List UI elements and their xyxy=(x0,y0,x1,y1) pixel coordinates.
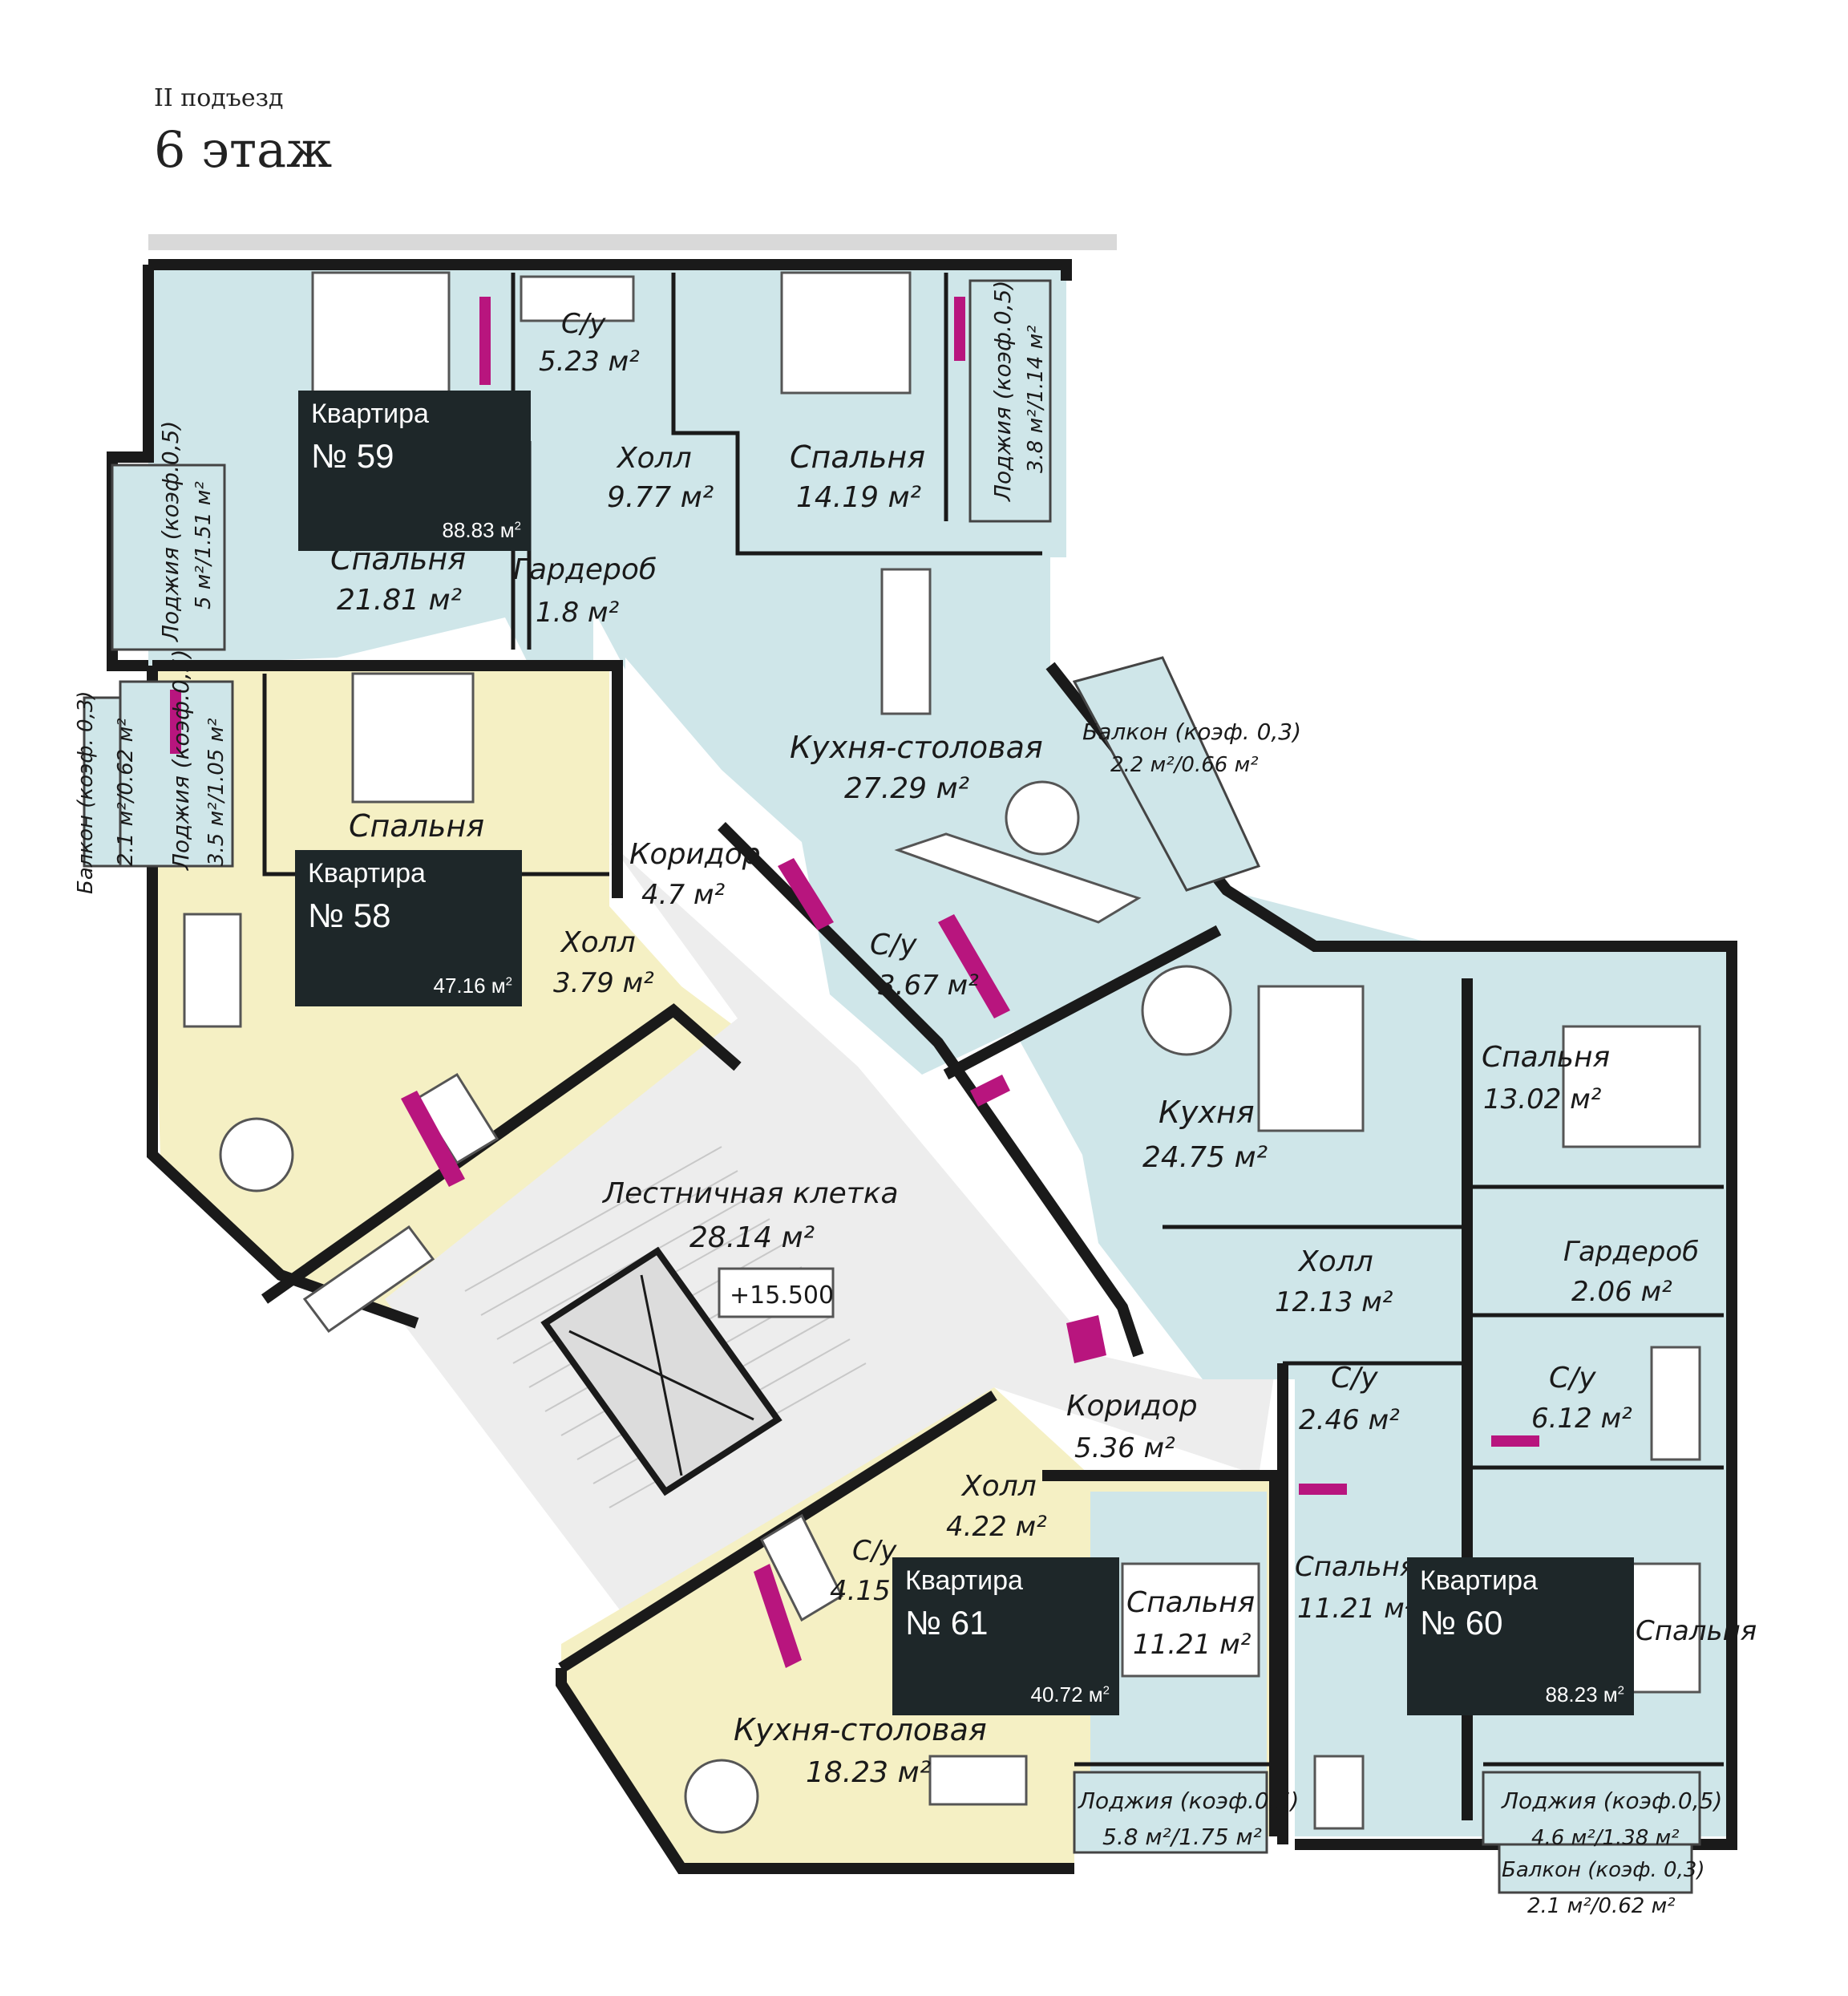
room-label: Кухня-столовая xyxy=(734,1712,987,1747)
apartment-card-60[interactable]: Квартира № 60 88.23 м2 xyxy=(1407,1557,1634,1715)
room-area: 24.75 м² xyxy=(1142,1141,1268,1174)
room-label: Лоджия (коэф.0,5) xyxy=(157,421,184,642)
room-label: Спальня xyxy=(1636,1615,1757,1647)
apartment-card-58[interactable]: Квартира № 58 47.16 м2 xyxy=(295,850,522,1006)
balconies xyxy=(83,279,1701,1894)
floor-title: 6 этаж xyxy=(154,120,333,179)
room-area: 21.81 м² xyxy=(337,584,462,617)
apartment-title: Квартира xyxy=(308,858,426,889)
room-area: 11.21 м² xyxy=(1133,1629,1252,1661)
room-label: Холл xyxy=(1297,1245,1373,1278)
room-area: 28.14 м² xyxy=(689,1221,815,1254)
room-area: 3.67 м² xyxy=(878,970,979,1002)
room-area: 3.5 м²/1.05 м² xyxy=(204,718,228,866)
room-label: Балкон (коэф. 0,3) xyxy=(1082,719,1301,745)
room-label: Балкон (коэф. 0,3) xyxy=(1502,1858,1705,1882)
room-label: Спальня xyxy=(349,808,484,844)
apartment-number: № 60 xyxy=(1420,1604,1503,1642)
room-label: Спальня xyxy=(1126,1586,1255,1619)
room-area: 4.7 м² xyxy=(641,879,726,911)
room-area: 6.12 м² xyxy=(1531,1403,1632,1435)
furniture-tables xyxy=(219,780,1232,1834)
apartment-number: № 58 xyxy=(308,897,391,934)
room-label: Лестничная клетка xyxy=(601,1177,899,1210)
room-area: 2.2 м²/0.66 м² xyxy=(1110,753,1259,777)
room-label: Спальня xyxy=(790,439,925,475)
room-area: 2.46 м² xyxy=(1299,1404,1400,1436)
room-label: Холл xyxy=(960,1470,1037,1503)
apartment-area: 88.83 м2 xyxy=(442,518,521,542)
room-label: Холл xyxy=(616,442,692,475)
room-area: 11.21 м² xyxy=(1297,1593,1416,1625)
entrance-label: II подъезд xyxy=(154,84,284,112)
room-label: Гардероб xyxy=(1563,1236,1699,1268)
room-area: 3.79 м² xyxy=(553,967,654,999)
staircase-area xyxy=(385,842,1275,1628)
room-labels: С/у 5.23 м² Холл 9.77 м² Спальня 14.19 м… xyxy=(74,281,1757,1918)
apartment-number: № 61 xyxy=(905,1604,989,1642)
room-label: Кухня xyxy=(1159,1095,1255,1130)
room-label: Лоджия (коэф.0,5) xyxy=(1078,1787,1299,1814)
room-label: Лоджия (коэф.0,5) xyxy=(989,281,1016,502)
furniture-bathtubs xyxy=(414,275,1701,1622)
room-area: 2.1 м²/0.62 м² xyxy=(114,718,138,866)
room-area: 9.77 м² xyxy=(607,481,714,514)
room-label: С/у xyxy=(561,308,606,340)
room-area: 5.8 м²/1.75 м² xyxy=(1102,1824,1262,1850)
room-label: Коридор xyxy=(629,838,761,871)
room-label: С/у xyxy=(852,1535,897,1567)
room-area: 14.19 м² xyxy=(796,481,921,514)
room-area: 5.23 м² xyxy=(539,346,640,378)
elevation-mark: +15.500 xyxy=(730,1281,834,1310)
room-label: Балкон (коэф. 0,3) xyxy=(74,690,98,894)
room-area: 2.06 м² xyxy=(1571,1276,1672,1308)
apartment-card-61[interactable]: Квартира № 61 40.72 м2 xyxy=(892,1557,1119,1715)
room-label: Кухня-столовая xyxy=(790,730,1043,765)
apartment-card-59[interactable]: Квартира № 59 88.83 м2 xyxy=(298,391,531,551)
room-area: 13.02 м² xyxy=(1483,1083,1602,1115)
apartment-title: Квартира xyxy=(905,1565,1023,1596)
room-label: С/у xyxy=(1331,1362,1378,1395)
apartment-number: № 59 xyxy=(311,437,394,475)
room-area: 12.13 м² xyxy=(1275,1286,1393,1318)
room-area: 3.8 м²/1.14 м² xyxy=(1024,325,1048,473)
furniture-sofas xyxy=(183,568,1365,1830)
radiators xyxy=(170,297,1539,1668)
room-label: Лоджия (коэф.0,5) xyxy=(1501,1787,1722,1814)
room-area: 4.15 xyxy=(830,1575,891,1607)
room-label: Гардероб xyxy=(513,553,657,586)
apartment-area: 47.16 м2 xyxy=(433,974,512,998)
elevation-box xyxy=(718,1267,835,1318)
room-label: С/у xyxy=(870,929,917,962)
room-area: 5 м²/1.51 м² xyxy=(192,481,216,609)
room-label: С/у xyxy=(1549,1362,1596,1395)
room-area: 5.36 м² xyxy=(1074,1432,1175,1464)
room-area: 2.1 м²/0.62 м² xyxy=(1527,1894,1676,1918)
apartment-title: Квартира xyxy=(311,399,429,429)
room-label: Коридор xyxy=(1066,1390,1198,1423)
room-label: Лоджия (коэф.0,5) xyxy=(168,650,194,871)
elevator-x2 xyxy=(640,1274,683,1476)
room-area: 1.8 м² xyxy=(536,597,620,629)
room-area: 4.22 м² xyxy=(946,1511,1047,1543)
apartment-title: Квартира xyxy=(1420,1565,1538,1596)
room-area: 18.23 м² xyxy=(806,1756,931,1789)
room-label: Спальня xyxy=(1482,1041,1610,1074)
window-strip-top xyxy=(148,234,1117,250)
apartment-area: 88.23 м2 xyxy=(1545,1682,1624,1707)
room-area: 4.6 м²/1.38 м² xyxy=(1531,1826,1680,1850)
room-label: Холл xyxy=(560,926,636,959)
room-label: Спальня xyxy=(1295,1551,1416,1583)
room-area: 27.29 м² xyxy=(844,772,969,805)
apartment-area: 40.72 м2 xyxy=(1030,1682,1110,1707)
